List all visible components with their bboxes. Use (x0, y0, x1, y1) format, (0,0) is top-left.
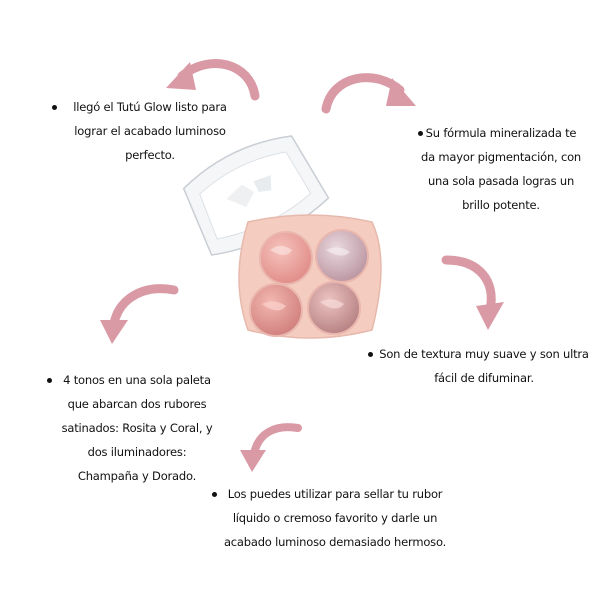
curved-arrow-icon (240, 423, 302, 472)
curved-arrow-icon (441, 255, 504, 330)
note-line: fácil de difuminar. (434, 371, 534, 385)
curved-arrow-icon (100, 284, 179, 344)
note-line: Los puedes utilizar para sellar tu rubor (227, 487, 443, 501)
note-line: dos iluminadores: (87, 445, 187, 459)
note-line: satinados: Rosita y Coral, y (61, 421, 213, 435)
note-line: perfecto. (125, 148, 175, 162)
pan-rosita (259, 231, 313, 285)
bullet-icon (418, 131, 423, 136)
note-line: 4 tonos en una sola paleta (63, 373, 211, 387)
note-line: líquido o cremoso favorito y darle un (232, 511, 438, 525)
note-line: Su fórmula mineralizada te (425, 126, 577, 140)
note-line: Son de textura muy suave y son ultra (379, 347, 589, 361)
note-line: acabado luminoso demasiado hermoso. (223, 535, 447, 549)
note-line: una sola pasada logras un (427, 174, 575, 188)
bullet-icon (368, 352, 373, 357)
pan-champana (315, 229, 369, 283)
note-usage: Los puedes utilizar para sellar tu rubor… (206, 482, 464, 554)
bullet-icon (212, 492, 217, 497)
note-line: llegó el Tutú Glow listo para (73, 100, 227, 114)
note-line: brillo potente. (462, 198, 540, 212)
curved-arrow-icon (166, 59, 260, 101)
note-formula: Su fórmula mineralizada te da mayor pigm… (416, 121, 586, 217)
note-line: que abarcan dos rubores (67, 397, 207, 411)
note-shades: 4 tonos en una sola paleta que abarcan d… (44, 368, 230, 488)
note-line: lograr el acabado luminoso (74, 124, 226, 138)
bullet-icon (52, 105, 57, 110)
note-texture: Son de textura muy suave y son ultra fác… (372, 342, 596, 390)
note-line: Champaña y Dorado. (77, 469, 197, 483)
note-launch: llegó el Tutú Glow listo para lograr el … (60, 95, 240, 167)
bullet-icon (47, 378, 52, 383)
note-line: da mayor pigmentación, con (421, 150, 581, 164)
curved-arrow-icon (321, 73, 416, 114)
